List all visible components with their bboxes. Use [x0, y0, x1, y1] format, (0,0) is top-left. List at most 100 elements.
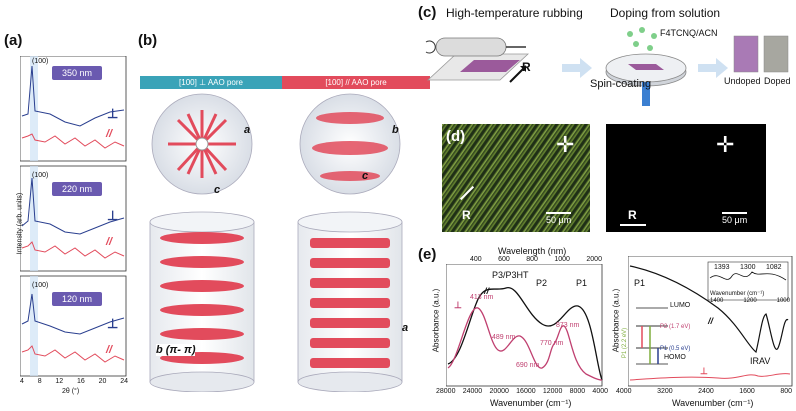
size-badge-350: 350 nm	[52, 66, 103, 80]
size-badge-220: 220 nm	[52, 182, 103, 196]
right-spectrum-ylabel: Absorbance (a.u.)	[611, 288, 621, 353]
bottom-tick: 24000	[462, 388, 483, 395]
left-spectrum-ylabel: Absorbance (a.u.)	[431, 288, 441, 353]
bottom-tick: 28000	[436, 388, 456, 395]
scale-bar-right: 50 μm	[722, 212, 748, 225]
panel-a-xlabel: 2θ (°)	[62, 388, 80, 395]
bottom-tick: 1600	[739, 388, 755, 395]
bottom-tick: 800	[780, 388, 792, 395]
panel-c-label: (c)	[418, 4, 437, 21]
p1-label-left: P1	[576, 278, 588, 288]
p1-high-transition-label: P1 (2.2 eV)	[622, 327, 629, 359]
panel-c-process-diagram	[425, 27, 789, 106]
micrograph-rubbed	[442, 124, 590, 232]
bottom-tick: 2400	[698, 388, 714, 395]
peak-label-3: (100)	[32, 282, 49, 289]
perp-symbol-1: ⊥	[107, 106, 119, 121]
micrograph-dark	[606, 124, 766, 232]
parallel-label-right: //	[708, 316, 714, 326]
perp-label-left: ⊥	[454, 300, 462, 310]
xtick: 12	[55, 378, 64, 385]
lumo-label: LUMO	[670, 302, 691, 309]
right-wavenumber-label: Wavenumber (cm⁻¹)	[672, 398, 754, 408]
left-wavenumber-ticks: 28000 24000 20000 16000 12000 8000 4000	[436, 388, 608, 395]
rubbing-title: High-temperature rubbing	[446, 6, 583, 20]
panel-a-label: (a)	[4, 32, 23, 49]
rub-dir-right: R	[628, 208, 637, 222]
xtick: 24	[120, 378, 128, 385]
left-wavenumber-label: Wavenumber (cm⁻¹)	[490, 398, 572, 408]
xtick: 8	[37, 378, 42, 385]
inset-top-tick-1300: 1300	[740, 264, 756, 271]
peak-label-2: (100)	[32, 172, 49, 179]
axis-label-a-left: a	[244, 124, 251, 136]
peak-413: 413 nm	[470, 294, 494, 301]
xtick: 4	[20, 378, 24, 385]
peak-690: 690 nm	[516, 362, 540, 369]
panel-b-label: (b)	[138, 32, 158, 49]
polarizer-cross-right: ✛	[716, 132, 735, 157]
para-symbol-2: //	[106, 236, 113, 248]
top-tick: 800	[526, 256, 538, 263]
panel-d-label: (d)	[446, 128, 466, 145]
peak-873: 873 nm	[556, 322, 580, 329]
bottom-tick: 8000	[569, 388, 586, 395]
ir-spectrum	[628, 256, 793, 387]
wavelength-ticks: 400 600 800 1000 2000	[470, 256, 602, 263]
top-tick: 2000	[586, 256, 602, 263]
axis-label-c-left: c	[214, 184, 221, 196]
inset-bottom-tick: 1200	[743, 298, 757, 304]
dopant-label: F4TCNQ/ACN	[660, 28, 718, 38]
inset-bottom-ticks: 1400 1200 1000	[710, 298, 790, 304]
bottom-tick: 4000	[592, 388, 608, 395]
uv-vis-nir-spectrum	[446, 264, 603, 387]
pi-stacking-label: b (π- π)	[156, 344, 196, 356]
undoped-label: Undoped	[724, 76, 761, 86]
para-symbol-1: //	[106, 128, 113, 140]
size-badge-120: 120 nm	[52, 292, 103, 306]
perp-symbol-3: ⊥	[107, 316, 119, 331]
polarizer-cross-left: ✛	[556, 132, 575, 157]
bottom-tick: 4000	[616, 388, 632, 395]
rub-direction-label: R	[522, 60, 531, 74]
bottom-tick: 16000	[516, 388, 536, 395]
peak-489: 489 nm	[492, 334, 516, 341]
rub-arrow-right	[620, 224, 646, 226]
axis-label-a-cylinder: a	[402, 322, 409, 334]
p2-label: P2	[536, 278, 548, 288]
inset-axis-label: Wavenumber (cm⁻¹)	[710, 291, 765, 297]
bottom-tick: 3200	[657, 388, 673, 395]
panel-e-label: (e)	[418, 246, 437, 263]
perp-label-right: ⊥	[700, 366, 708, 376]
axis-label-b-right: b	[392, 124, 399, 136]
inset-bottom-tick: 1000	[776, 298, 790, 304]
inset-top-tick-1393: 1393	[714, 264, 730, 271]
panel-a-xticks: 4 8 12 16 20 24	[20, 378, 128, 385]
panel-a-xrd-plots	[20, 56, 127, 377]
xtick: 16	[77, 378, 85, 385]
bottom-tick: 12000	[542, 388, 563, 395]
p2-transition-label: P2 (1.7 eV)	[660, 324, 691, 330]
bottom-tick: 20000	[489, 388, 509, 395]
top-tick: 600	[498, 256, 510, 263]
doping-title: Doping from solution	[610, 6, 721, 20]
perp-symbol-2: ⊥	[107, 208, 119, 223]
spin-coating-label: Spin-coating	[590, 78, 652, 90]
top-tick: 400	[470, 256, 482, 263]
inset-bottom-tick: 1400	[710, 298, 724, 304]
axis-label-c-right: c	[362, 170, 369, 182]
parallel-label-left: //	[484, 286, 490, 296]
p1-low-transition-label: P1 (0.5 eV)	[660, 346, 691, 352]
peak-770: 770 nm	[540, 340, 564, 347]
para-symbol-3: //	[106, 344, 113, 356]
irav-label: IRAV	[750, 356, 771, 366]
doped-label: Doped	[764, 76, 791, 86]
top-tick: 1000	[554, 256, 570, 263]
wavelength-axis-label: Wavelength (nm)	[498, 246, 567, 256]
scale-bar-left: 50 μm	[546, 212, 572, 225]
header-parallel-pore: [100] // AAO pore	[282, 76, 430, 89]
p1-label-right: P1	[634, 278, 646, 288]
homo-label: HOMO	[664, 354, 686, 361]
p3-p3ht-label: P3/P3HT	[492, 270, 529, 280]
inset-top-tick-1082: 1082	[766, 264, 782, 271]
